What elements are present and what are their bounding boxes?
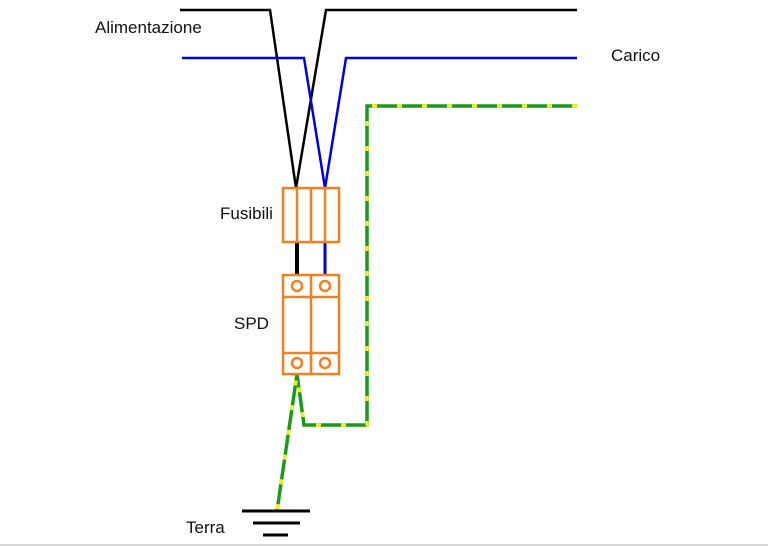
spd-device xyxy=(281,273,341,376)
fuses-label: Fusibili xyxy=(220,204,273,223)
bottom-divider xyxy=(0,544,768,546)
supply-label: Alimentazione xyxy=(95,18,202,37)
fuse-block xyxy=(281,186,341,244)
neutral-wire-load xyxy=(323,56,577,189)
phase-wire-supply xyxy=(180,8,298,189)
ground-symbol-icon xyxy=(242,509,310,537)
spd-label: SPD xyxy=(234,314,269,333)
earth-conductor xyxy=(275,104,577,512)
phase-wire-load xyxy=(294,8,577,189)
neutral-wire-supply xyxy=(182,56,327,189)
load-label: Carico xyxy=(611,46,661,65)
earth-label: Terra xyxy=(186,518,225,537)
